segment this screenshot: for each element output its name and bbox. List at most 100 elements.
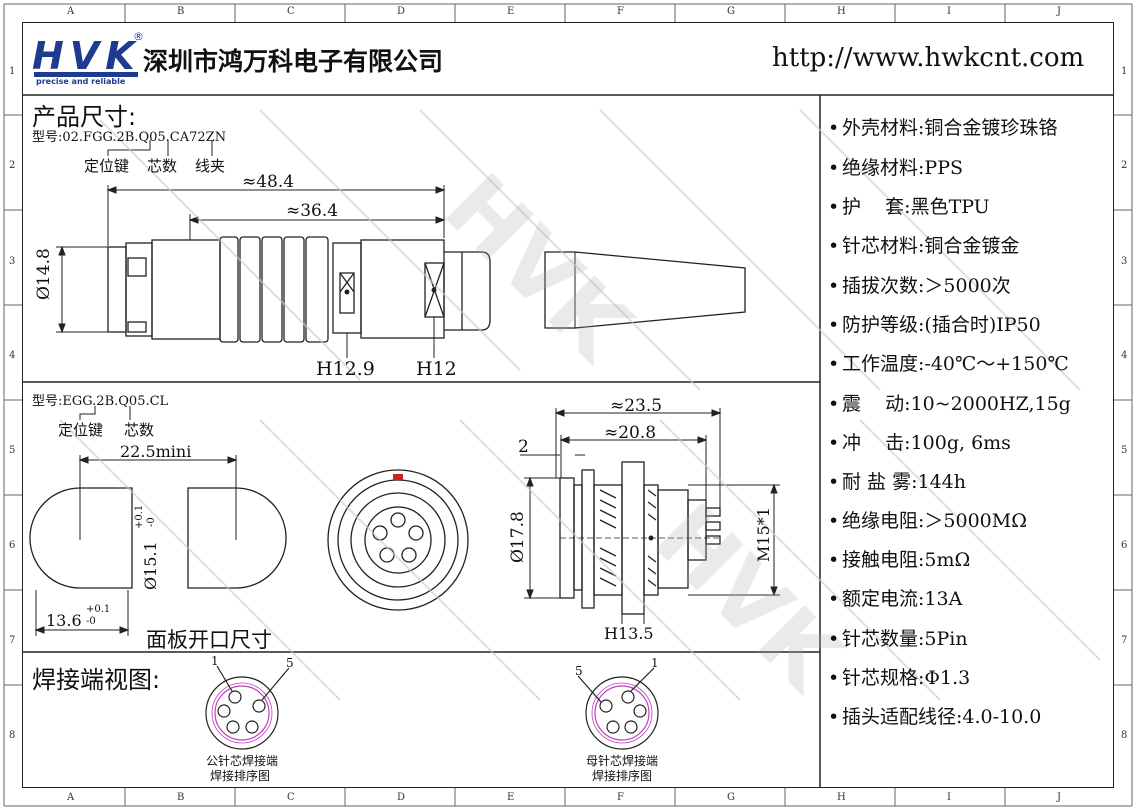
company-website: http://www.hwkcnt.com	[772, 43, 1085, 73]
spec-label: 针芯数量:	[842, 628, 925, 650]
plug-dim-h2: H12	[416, 358, 457, 380]
grid-row-1-right: 1	[1121, 66, 1128, 77]
socket-label-cores: 芯数	[124, 421, 155, 439]
border-ticks	[3, 3, 1133, 807]
spec-label: 防护等级:	[842, 314, 925, 336]
grid-col-i: I	[947, 6, 951, 17]
grid-row-6-right: 6	[1121, 540, 1128, 551]
spec-value: PPS	[924, 157, 963, 179]
grid-row-2: 2	[9, 160, 16, 171]
grid-col-j-bottom: J	[1057, 792, 1062, 803]
plug-dim-body: ≈36.4	[286, 201, 339, 221]
male-caption-1: 公针芯焊接端	[206, 754, 279, 768]
model-leaders	[79, 140, 213, 420]
grid-row-4: 4	[9, 350, 16, 361]
spec-value: -40℃～+150℃	[924, 353, 1069, 375]
spec-value: 144h	[917, 471, 966, 493]
spec-value: ＞5000MΩ	[924, 510, 1027, 532]
spec-item: •外壳材料:铜合金镀珍珠铬	[828, 117, 1058, 139]
socket-dimension-lines	[520, 408, 780, 624]
company-logo: HVK	[32, 34, 141, 78]
logo-registered-mark: ®	[133, 30, 144, 43]
spec-item: •工作温度:-40℃～+150℃	[828, 353, 1069, 375]
socket-side-view	[559, 461, 721, 615]
grid-row-7-right: 7	[1121, 635, 1128, 646]
spec-item: •针芯数量:5Pin	[828, 628, 968, 650]
grid-col-h: H	[837, 6, 846, 17]
male-pin-5-label: 5	[286, 656, 294, 670]
solder-view-title: 焊接端视图:	[32, 666, 161, 694]
spec-label: 震 动:	[842, 393, 911, 415]
grid-row-1: 1	[9, 66, 16, 77]
grid-row-6: 6	[9, 540, 16, 551]
grid-col-e: E	[507, 6, 515, 17]
spec-value: 100g, 6ms	[910, 432, 1011, 454]
logo-tagline: precise and reliable	[36, 77, 126, 86]
company-name: 深圳市鸿万科电子有限公司	[143, 47, 444, 76]
grid-row-3-right: 3	[1121, 256, 1128, 267]
grid-row-2-right: 2	[1121, 160, 1128, 171]
spec-value: 黑色TPU	[910, 196, 990, 218]
grid-col-b-bottom: B	[177, 792, 185, 803]
spec-label: 工作温度:	[842, 353, 925, 375]
spec-item: •针芯材料:铜合金镀金	[828, 235, 1020, 257]
drawing-frame	[22, 22, 1114, 788]
spec-item: •震 动:10~2000HZ,15g	[828, 393, 1071, 415]
spec-item: •防护等级:(插合时)IP50	[828, 314, 1041, 336]
panel-dim-height: Ø15.1	[141, 541, 160, 590]
panel-dim-width-tol-bottom: -0	[86, 616, 96, 627]
plug-label-clamp: 线夹	[195, 157, 226, 175]
socket-label-key: 定位键	[58, 421, 104, 439]
spec-value: 铜合金镀珍珠铬	[924, 117, 1058, 139]
grid-col-f-bottom: F	[617, 792, 624, 803]
spec-label: 额定电流:	[842, 588, 925, 610]
spec-item: •耐 盐 雾:144h	[828, 471, 966, 493]
female-caption-2: 焊接排序图	[592, 769, 653, 783]
panel-cutout-dims	[34, 455, 238, 636]
spec-value: 5Pin	[924, 628, 968, 650]
watermark-lines	[59, 109, 1101, 701]
spec-label: 插头适配线径:	[842, 706, 963, 728]
socket-model-number: 型号:EGG.2B.Q05.CL	[32, 394, 169, 409]
socket-center-dot	[648, 535, 654, 541]
grid-col-h-bottom: H	[837, 792, 846, 803]
grid-col-d-bottom: D	[397, 792, 406, 803]
spec-value: ＞5000次	[924, 275, 1011, 297]
panel-cutout-view	[29, 487, 287, 589]
spec-item: •冲 击:100g, 6ms	[828, 432, 1011, 454]
grid-col-a: A	[67, 6, 75, 17]
grid-col-g: G	[727, 6, 735, 17]
grid-row-8-right: 8	[1121, 730, 1128, 741]
grid-col-d: D	[397, 6, 406, 17]
spec-item: •接触电阻:5mΩ	[828, 549, 971, 571]
spec-label: 插拔次数:	[842, 275, 925, 297]
plug-model-number: 型号:02.FGG.2B.Q05.CA72ZN	[32, 130, 227, 145]
spec-value: (插合时)IP50	[924, 314, 1041, 336]
spec-item: •护 套:黑色TPU	[828, 196, 990, 218]
socket-dim-nut: H13.5	[604, 624, 654, 643]
grid-col-c-bottom: C	[287, 792, 295, 803]
female-pin-1-label: 1	[651, 656, 659, 670]
panel-dim-spacing: 22.5mini	[120, 442, 192, 461]
spec-label: 冲 击:	[842, 432, 911, 454]
plug-label-cores: 芯数	[147, 157, 178, 175]
spec-item: •绝缘电阻:＞5000MΩ	[828, 510, 1027, 532]
panel-dim-height-tol-top: +0.1	[134, 504, 145, 529]
grid-col-e-bottom: E	[507, 792, 515, 803]
spec-item: •针芯规格:Φ1.3	[828, 667, 971, 689]
spec-item: •额定电流:13A	[828, 588, 963, 610]
socket-dim-flange: 2	[518, 437, 529, 457]
spec-value: 5mΩ	[924, 549, 971, 571]
spec-label: 绝缘材料:	[842, 157, 925, 179]
plug-nut-dots	[344, 287, 437, 295]
grid-col-i-bottom: I	[947, 792, 951, 803]
socket-key-mark	[393, 474, 403, 480]
socket-dim-body: ≈20.8	[604, 423, 657, 443]
section-dividers	[22, 94, 1114, 788]
panel-dim-height-tol-bottom: -0	[146, 517, 157, 527]
plug-dim-diameter: Ø14.8	[34, 248, 54, 300]
spec-item: •绝缘材料:PPS	[828, 157, 963, 179]
socket-front-view	[327, 469, 469, 611]
spec-item: •插头适配线径:4.0-10.0	[828, 706, 1042, 728]
plug-dimension-lines	[56, 185, 446, 358]
